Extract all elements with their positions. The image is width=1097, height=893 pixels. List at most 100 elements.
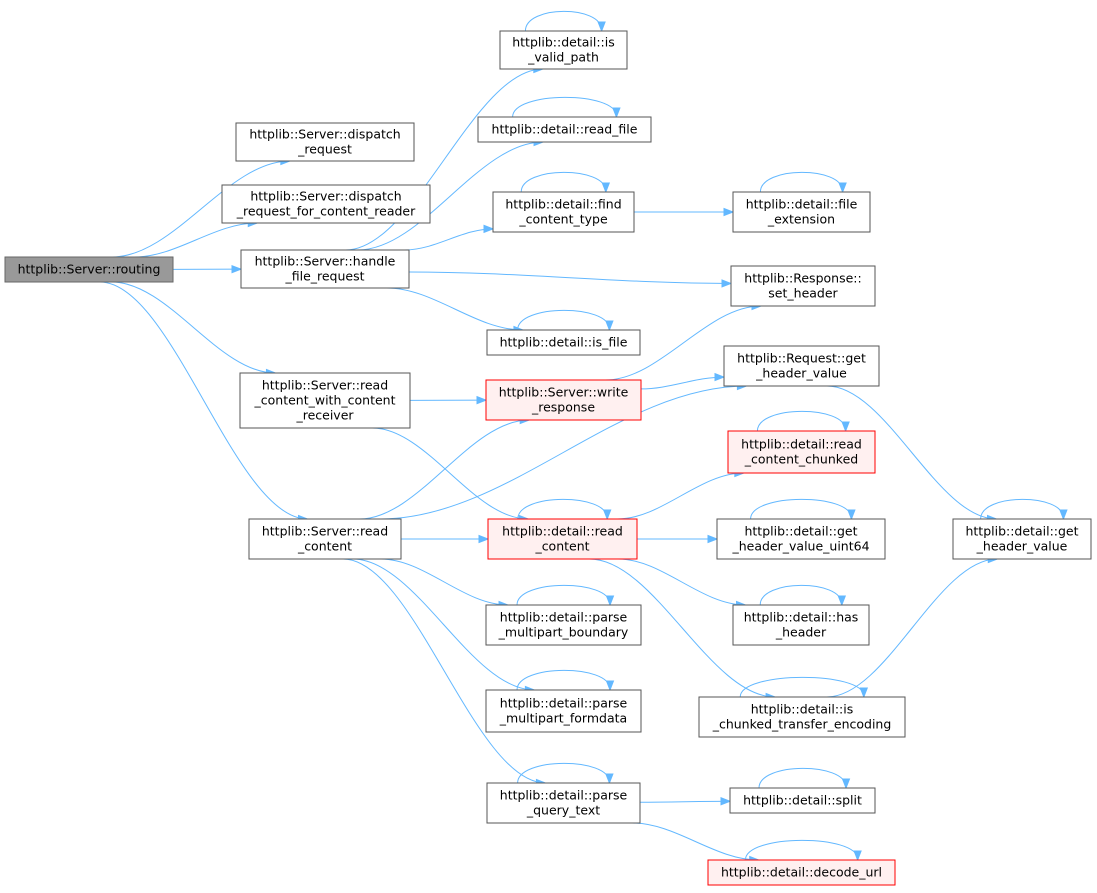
node-box-set_header: [730, 265, 876, 307]
arrowhead-detail_read_content-to-get_header_value_uint64: [707, 534, 719, 544]
node-label-read_file-0: httplib::detail::read_file: [492, 122, 638, 137]
node-read_file[interactable]: httplib::detail::read_file: [477, 116, 652, 143]
node-box-read_content_chunked: [727, 430, 876, 474]
node-label-parse_multipart_formdata-1: _multipart_formdata: [499, 711, 627, 726]
arrowhead-server_read_content-to-detail_read_content: [478, 534, 490, 544]
node-label-set_header-0: httplib::Response::: [744, 271, 861, 286]
node-label-read_content_chunked-0: httplib::detail::read: [741, 437, 862, 452]
node-server_read_content[interactable]: httplib::Server::read_content: [248, 518, 402, 560]
node-label-read_content_chunked-1: _content_chunked: [744, 452, 858, 467]
node-label-file_extension-1: _extension: [767, 212, 835, 227]
node-box-has_header: [732, 604, 870, 646]
node-box-dispatch_request: [235, 122, 415, 162]
self-loop-is_valid_path: [524, 10, 603, 32]
node-set_header[interactable]: httplib::Response::set_header: [730, 265, 876, 307]
self-loop-read_content_chunked: [756, 410, 847, 432]
arrowhead-self-loop-parse_multipart_boundary: [605, 595, 615, 607]
node-label-read_content_with_receiver-0: httplib::Server::read: [262, 378, 388, 393]
arrowhead-self-loop-detail_read_content: [602, 509, 612, 521]
node-label-detail_get_header_value-1: _header_value: [976, 539, 1068, 554]
node-label-server_read_content-1: _content: [297, 539, 352, 554]
node-label-detail_get_header_value-0: httplib::detail::get: [965, 524, 1078, 539]
node-box-dispatch_request_cr: [221, 184, 431, 224]
edge-handle_file_request-to-read_file: [357, 141, 544, 251]
node-box-find_content_type: [492, 191, 635, 233]
node-parse_multipart_formdata[interactable]: httplib::detail::parse_multipart_formdat…: [485, 689, 642, 733]
self-loop-file_extension: [759, 171, 844, 193]
node-label-is_chunked_transfer_encoding-1: _chunked_transfer_encoding: [712, 717, 892, 732]
node-label-detail_read_content-0: httplib::detail::read: [502, 524, 623, 539]
edge-server_read_content-to-write_response: [359, 419, 530, 520]
node-is_chunked_transfer_encoding[interactable]: httplib::detail::is_chunked_transfer_enc…: [698, 696, 906, 738]
node-is_valid_path[interactable]: httplib::detail::is_valid_path: [499, 30, 628, 70]
node-label-dispatch_request_cr-1: _request_for_content_reader: [236, 204, 416, 219]
node-file_extension[interactable]: httplib::detail::file_extension: [732, 191, 871, 233]
edge-detail_read_content-to-has_header: [617, 558, 746, 606]
node-is_file[interactable]: httplib::detail::is_file: [486, 329, 641, 356]
node-parse_query_text[interactable]: httplib::detail::parse_query_text: [486, 782, 641, 824]
node-label-parse_multipart_boundary-0: httplib::detail::parse: [500, 610, 628, 625]
node-label-set_header-1: set_header: [768, 286, 838, 301]
node-dispatch_request[interactable]: httplib::Server::dispatch_request: [235, 122, 415, 162]
node-label-read_content_with_receiver-2: _receiver: [295, 408, 354, 423]
node-box-read_file: [477, 116, 652, 143]
node-dispatch_request_cr[interactable]: httplib::Server::dispatch_request_for_co…: [221, 184, 431, 224]
node-detail_read_content[interactable]: httplib::detail::read_content: [487, 518, 638, 560]
edges-layer: [99, 10, 1068, 865]
node-find_content_type[interactable]: httplib::detail::find_content_type: [492, 191, 635, 233]
node-write_response[interactable]: httplib::Server::write_response: [485, 379, 642, 421]
node-has_header[interactable]: httplib::detail::has_header: [732, 604, 870, 646]
node-label-handle_file_request-1: _file_request: [284, 269, 364, 284]
arrowhead-find_content_type-to-file_extension: [723, 207, 735, 217]
node-request_get_header_value[interactable]: httplib::Request::get_header_value: [723, 345, 880, 387]
node-box-write_response: [485, 379, 642, 421]
arrowhead-self-loop-get_header_value_uint64: [847, 509, 856, 521]
edge-detail_read_content-to-read_content_chunked: [617, 472, 744, 520]
arrowhead-self-loop-detail_get_header_value: [1059, 509, 1068, 521]
node-handle_file_request[interactable]: httplib::Server::handle_file_request: [240, 249, 410, 289]
node-box-detail_get_header_value: [952, 518, 1092, 560]
arrowhead-self-loop-decode_url: [853, 850, 862, 862]
arrowhead-self-loop-is_valid_path: [597, 21, 606, 33]
self-loop-is_file: [517, 309, 610, 331]
node-get_header_value_uint64[interactable]: httplib::detail::get_header_value_uint64: [716, 518, 886, 560]
arrowhead-self-loop-parse_multipart_formdata: [605, 680, 615, 692]
self-loop-detail_read_content: [517, 498, 608, 520]
node-parse_multipart_boundary[interactable]: httplib::detail::parse_multipart_boundar…: [485, 604, 642, 646]
node-box-decode_url: [707, 859, 896, 886]
node-label-is_file-0: httplib::detail::is_file: [500, 335, 628, 350]
node-detail_get_header_value[interactable]: httplib::detail::get_header_value: [952, 518, 1092, 560]
node-label-routing-0: httplib::Server::routing: [18, 262, 161, 277]
node-routing[interactable]: httplib::Server::routing: [4, 256, 174, 283]
node-label-get_header_value_uint64-0: httplib::detail::get: [744, 524, 857, 539]
arrowhead-write_response-to-request_get_header_value: [714, 372, 726, 382]
edge-routing-to-dispatch_request_cr: [134, 222, 258, 258]
node-label-dispatch_request-0: httplib::Server::dispatch: [249, 127, 400, 142]
self-loop-get_header_value_uint64: [750, 498, 852, 520]
edge-handle_file_request-to-set_header: [408, 271, 732, 284]
self-loop-detail_get_header_value: [980, 498, 1064, 520]
node-label-dispatch_request-1: _request: [297, 142, 352, 157]
arrowhead-handle_file_request-to-set_header: [721, 279, 733, 288]
arrowhead-self-loop-is_file: [605, 320, 614, 332]
edge-parse_query_text-to-split: [639, 800, 731, 803]
node-box-get_header_value_uint64: [716, 518, 886, 560]
self-loop-is_chunked_transfer_encoding: [739, 676, 865, 698]
self-loop-parse_multipart_formdata: [516, 669, 611, 691]
node-read_content_chunked[interactable]: httplib::detail::read_content_chunked: [727, 430, 876, 474]
node-label-is_valid_path-1: _valid_path: [527, 50, 599, 65]
node-label-parse_multipart_formdata-0: httplib::detail::parse: [500, 696, 628, 711]
arrowhead-read_content_with_receiver-to-write_response: [476, 395, 488, 405]
node-label-request_get_header_value-0: httplib::Request::get: [737, 351, 866, 366]
arrowhead-self-loop-read_file: [612, 107, 621, 119]
edge-routing-to-server_read_content: [99, 281, 308, 520]
node-box-detail_read_content: [487, 518, 638, 560]
node-split[interactable]: httplib::detail::split: [729, 787, 876, 814]
node-read_content_with_receiver[interactable]: httplib::Server::read_content_with_conte…: [239, 372, 411, 429]
node-label-find_content_type-0: httplib::detail::find: [505, 197, 621, 212]
nodes-layer: httplib::Server::routinghttplib::Server:…: [4, 30, 1092, 886]
node-box-is_valid_path: [499, 30, 628, 70]
node-label-decode_url-0: httplib::detail::decode_url: [721, 865, 882, 880]
node-decode_url[interactable]: httplib::detail::decode_url: [707, 859, 896, 886]
